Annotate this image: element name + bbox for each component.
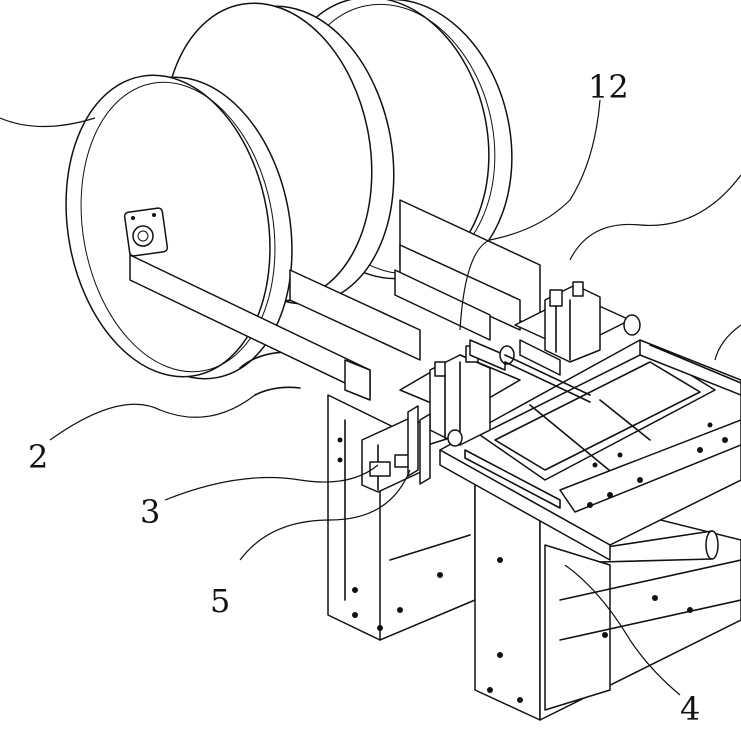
spindle-arm	[123, 207, 421, 401]
cylinder-assembly-12	[514, 281, 641, 376]
clamp-block-3	[361, 405, 431, 493]
leader-12	[459, 99, 601, 331]
callout-label-2: 2	[28, 438, 48, 476]
rear-bracket-plates	[394, 199, 541, 341]
leader-3	[164, 464, 379, 501]
callout-label-3: 3	[140, 493, 160, 531]
callout-label-4: 4	[680, 690, 700, 728]
leader-reel-topleft	[0, 117, 96, 128]
callout-label-5: 5	[210, 582, 230, 620]
callout-label-12: 12	[588, 68, 629, 106]
leader-2	[49, 394, 256, 441]
leader-lines	[0, 99, 741, 696]
leader-right	[714, 324, 741, 361]
leader-4	[564, 564, 681, 696]
table-plate	[439, 339, 741, 561]
leader-topright	[569, 174, 741, 261]
rear-rail	[639, 339, 741, 396]
leader-5	[239, 469, 411, 561]
